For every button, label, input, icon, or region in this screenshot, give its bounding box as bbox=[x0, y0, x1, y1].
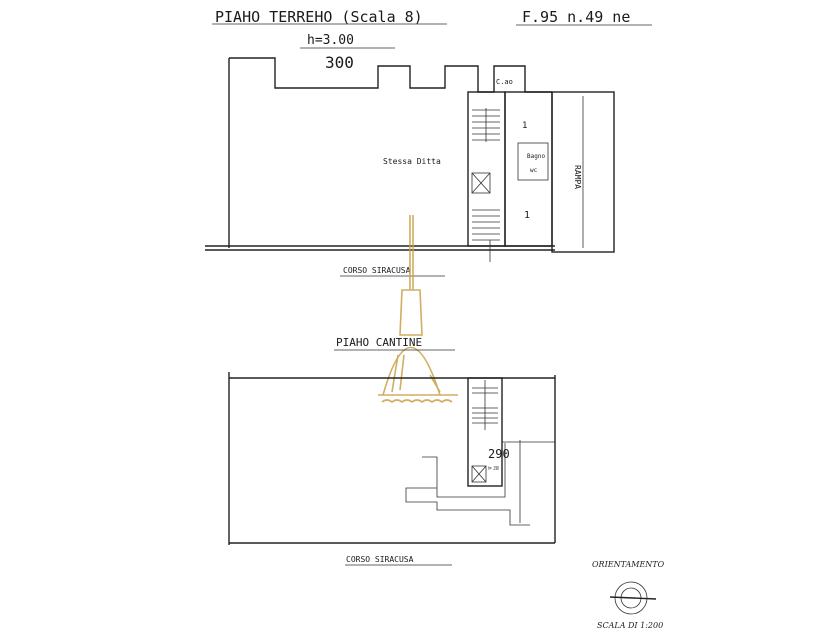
room-mark-2: 1 bbox=[524, 210, 530, 221]
cellar-plan: 290 h= 290 bbox=[228, 372, 556, 545]
ramp-label: RAMPA bbox=[573, 165, 582, 189]
cellar-height: 290 bbox=[488, 447, 510, 461]
bathroom-label: Bagno bbox=[527, 153, 545, 160]
compass-icon bbox=[609, 581, 657, 615]
scale-label: SCALA DI 1:200 bbox=[597, 621, 663, 630]
room-mark-1: 1 bbox=[522, 121, 527, 131]
orientation-label: ORIENTAMENTO bbox=[592, 560, 665, 569]
street-label-cellar: CORSO SIRACUSA bbox=[346, 555, 414, 564]
street-label-ground: CORSO SIRACUSA bbox=[343, 266, 411, 275]
neighbour-label: Stessa Ditta bbox=[383, 157, 441, 166]
storage-label: C.ao bbox=[496, 78, 513, 86]
height-value: 300 bbox=[325, 53, 354, 72]
cellar-title: PIAHO CANTINE bbox=[336, 336, 422, 349]
height-label: h=3.00 bbox=[307, 33, 354, 48]
wc-label: wc bbox=[530, 167, 538, 174]
ground-floor-plan: C.ao Stessa Ditta Bagno wc 1 1 RAMPA bbox=[205, 57, 615, 262]
ground-floor-title: PIAHO TERREHO (Scala 8) bbox=[215, 8, 423, 26]
sheet-reference: F.95 n.49 ne bbox=[522, 8, 630, 26]
cellar-height-small: h= 290 bbox=[488, 465, 499, 471]
mole-antonelliana-watermark bbox=[378, 215, 458, 404]
